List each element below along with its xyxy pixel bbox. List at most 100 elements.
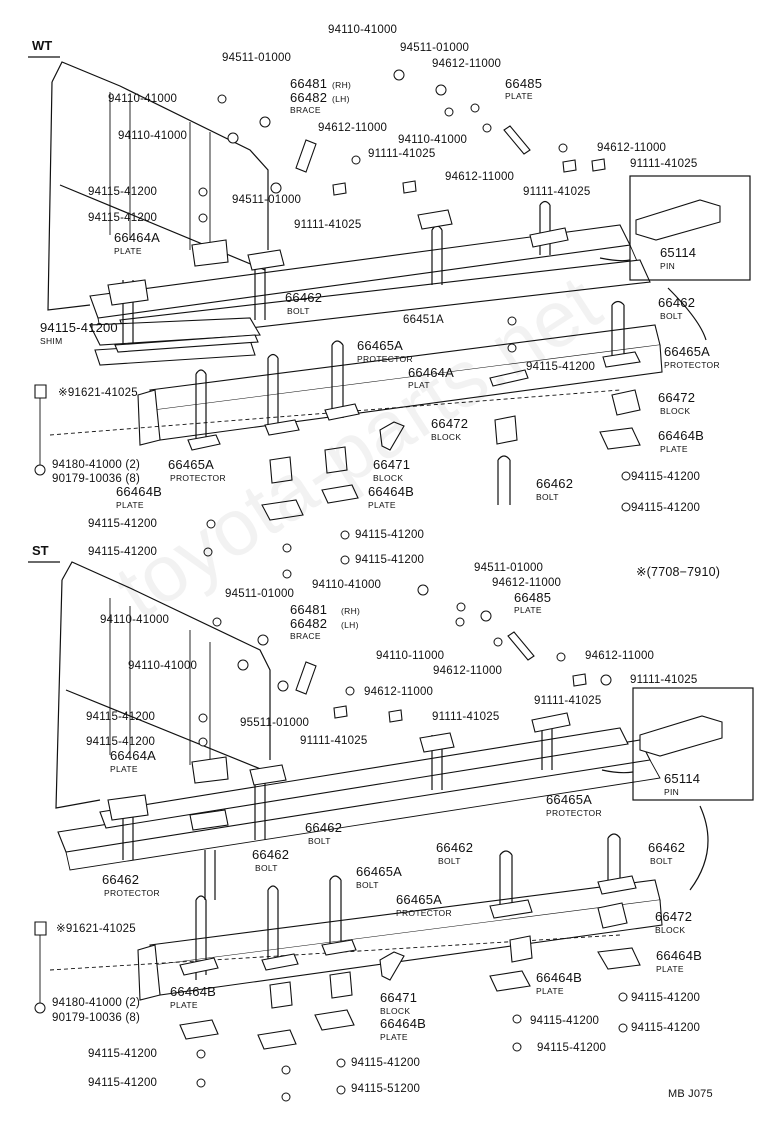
wt-66465a-b: 66465A: [168, 457, 215, 472]
st-94110-11000: 94110-11000: [376, 650, 445, 662]
wt-94110-top: 94110-41000: [328, 24, 398, 36]
st-94612-r: 94612-11000: [585, 650, 655, 662]
st-plate-66464b-l: PLATE: [170, 1000, 198, 1010]
wt-rh: (RH): [332, 80, 352, 90]
st-91111-b: 91111-41025: [432, 711, 500, 723]
wt-bolt-r: BOLT: [660, 311, 683, 321]
wt-94115-l2: 94115-41200: [88, 212, 158, 224]
st-94115-l2: 94115-41200: [86, 736, 156, 748]
wt-plate-66485: PLATE: [505, 91, 533, 101]
wt-94612-r: 94612-11000: [597, 142, 667, 154]
wt-94115-b4: 94115-41200: [355, 554, 425, 566]
st-94612-a: 94612-11000: [492, 577, 562, 589]
st-plate-66485: PLATE: [514, 605, 542, 615]
st-66462-a: 66462: [305, 820, 343, 835]
st-protector-top: PROTECTOR: [546, 808, 602, 818]
wt-94180: 94180-41000 (2): [52, 459, 141, 471]
wt-94115-m: 66451A: [403, 314, 444, 326]
wt-plate-66464b-r: PLATE: [660, 444, 688, 454]
st-66481: 66481: [290, 602, 328, 617]
wt-66465a-r: 66465A: [664, 344, 711, 359]
st-pin: PIN: [664, 787, 680, 797]
st-66482: 66482: [290, 616, 328, 631]
st-brace: BRACE: [290, 631, 321, 641]
wt-94612-a: 94612-11000: [432, 58, 502, 70]
wt-shim: SHIM: [40, 336, 63, 346]
wt-91111-a: 91111-41025: [368, 148, 436, 160]
wt-94511-c: 94511-01000: [232, 194, 302, 206]
wt-66464b-r: 66464B: [658, 428, 705, 443]
st-plate-66464b-r: PLATE: [656, 964, 684, 974]
st-66465a-a: 66465A: [356, 864, 403, 879]
wt-94511-b: 94511-01000: [400, 42, 470, 54]
wt-66451a: 94115-41200: [40, 320, 118, 335]
footer-code: MB J075: [668, 1088, 713, 1100]
st-66464b-l: 66464B: [170, 984, 217, 999]
wt-91111-b: 91111-41025: [523, 186, 591, 198]
st-bolt-a: BOLT: [308, 836, 331, 846]
st-94115-51200: 94115-51200: [351, 1083, 421, 1095]
st-94115-b3: 94115-41200: [88, 1077, 158, 1089]
st-bolt-b: BOLT: [438, 856, 461, 866]
wt-91111-r: 91111-41025: [630, 158, 698, 170]
wt-block-m: BLOCK: [431, 432, 462, 442]
wt-plate-66464a: PLATE: [114, 246, 142, 256]
st-66471: 66471: [380, 990, 418, 1005]
wt-65114: 65114: [660, 245, 697, 260]
st-94115-m1: 94115-41200: [530, 1015, 600, 1027]
st-94511-a: 94511-01000: [474, 562, 544, 574]
wt-94115-b2: 94115-41200: [355, 529, 425, 541]
wt-66464a: 66464A: [114, 230, 161, 245]
st-66464b-r: 66464B: [656, 948, 703, 963]
wt-94115-b1: 94115-41200: [88, 518, 158, 530]
wt-protector-a: PROTECTOR: [357, 354, 413, 364]
st-bolt-r: BOLT: [650, 856, 673, 866]
wt-plate-66464b-m: PLATE: [368, 500, 396, 510]
st-66462-m: 66462: [252, 847, 290, 862]
st-91621: ※91621-41025: [56, 923, 136, 935]
st-65114: 65114: [664, 771, 701, 786]
st-plate-66464b-b: PLATE: [380, 1032, 408, 1042]
wt-94110-l2: 94110-41000: [118, 130, 188, 142]
st-66464b-m: 66464B: [536, 970, 583, 985]
wt-66462-a: 66462: [285, 290, 323, 305]
st-protector-b: PROTECTOR: [396, 908, 452, 918]
st-66465a-b: 66465A: [396, 892, 443, 907]
date-note: ※(7708−7910): [636, 565, 721, 579]
wt-94115-r2: 94115-41200: [631, 502, 701, 514]
st-94115-r1: 94115-41200: [631, 992, 701, 1004]
wt-block-r: BLOCK: [660, 406, 691, 416]
wt-91621: ※91621-41025: [58, 387, 138, 399]
wt-90179: 90179-10036 (8): [52, 473, 141, 485]
wt-assembly-drawing: [28, 56, 751, 565]
wt-66471: 66471: [373, 457, 411, 472]
st-rh: (RH): [341, 606, 361, 616]
st-91111-a: 91111-41025: [534, 695, 602, 707]
section-st-label: ST: [32, 543, 49, 558]
st-94115-b2: 94115-41200: [351, 1057, 421, 1069]
st-protector-a: BOLT: [356, 880, 379, 890]
wt-66462-b: 66462: [536, 476, 574, 491]
wt-pin: PIN: [660, 261, 676, 271]
wt-bolt-a: BOLT: [287, 306, 310, 316]
st-94612-c: 94612-11000: [364, 686, 434, 698]
wt-94110-l1: 94110-41000: [108, 93, 178, 105]
wt-94115-m2: 94115-41200: [526, 361, 596, 373]
wt-94110-c: 94110-41000: [398, 134, 468, 146]
wt-lh: (LH): [332, 94, 350, 104]
st-95511: 95511-01000: [240, 717, 310, 729]
wt-66485: 66485: [505, 76, 543, 91]
st-91111-r: 91111-41025: [630, 674, 698, 686]
st-bolt-l: PROTECTOR: [104, 888, 160, 898]
wt-94115-r1: 94115-41200: [631, 471, 701, 483]
wt-protector-b: PROTECTOR: [170, 473, 226, 483]
st-66465a-top: 66465A: [546, 792, 593, 807]
wt-66472-m: 66472: [431, 416, 469, 431]
wt-94115-l1: 94115-41200: [88, 186, 158, 198]
st-90179: 90179-10036 (8): [52, 1012, 141, 1024]
wt-66464a-b: 66464A: [408, 365, 455, 380]
wt-plat: PLAT: [408, 380, 430, 390]
wt-66464b-m: 66464B: [368, 484, 415, 499]
wt-66464b-l: 66464B: [116, 484, 163, 499]
